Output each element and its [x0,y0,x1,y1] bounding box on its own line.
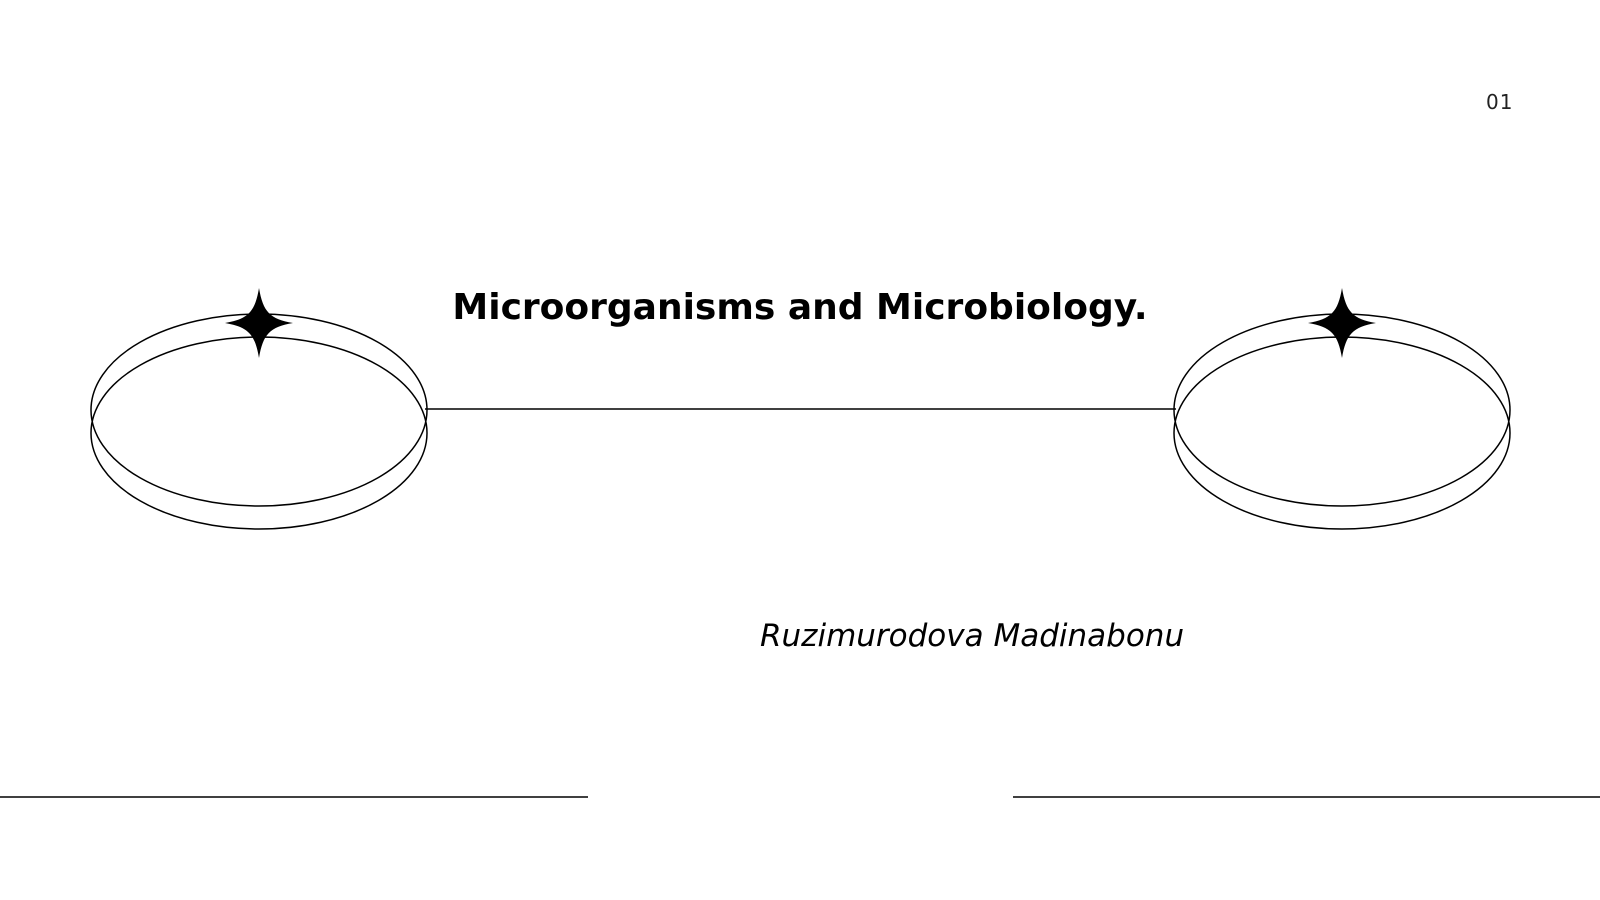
author-name: Ruzimurodova Madinabonu [760,618,1185,654]
left-sparkle-icon [225,288,293,358]
slide-title: Microorganisms and Microbiology. [452,287,1148,328]
right-sparkle-icon [1308,288,1376,358]
page-number: 01 [1486,90,1514,114]
